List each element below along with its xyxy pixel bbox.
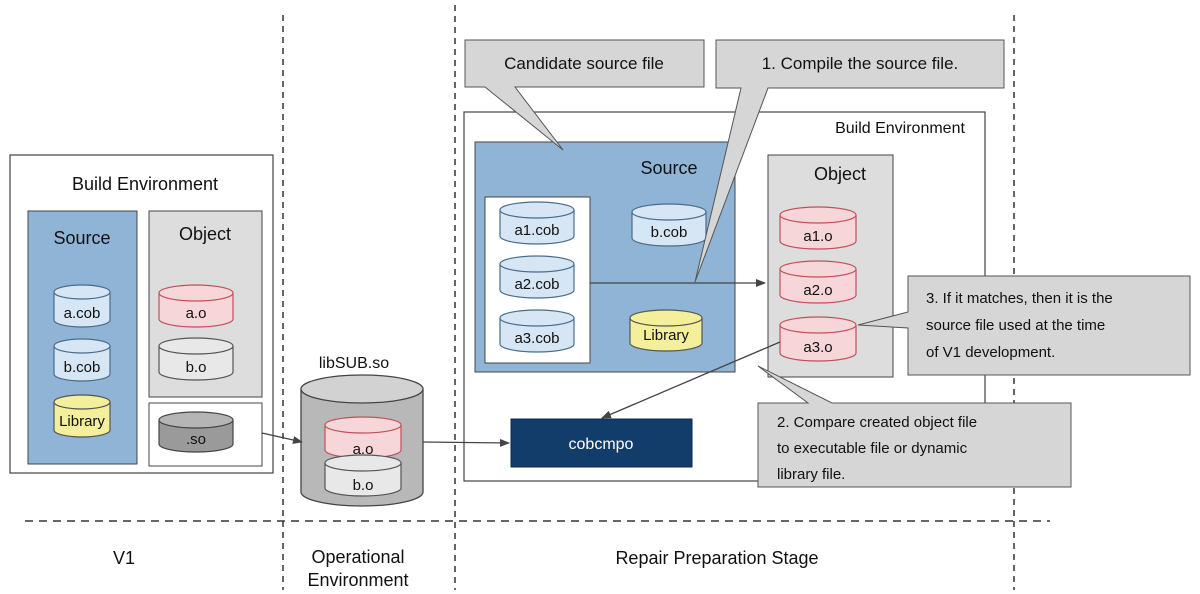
stage-label-v1: V1 (113, 548, 135, 568)
cylinder-label: a2.cob (514, 276, 559, 293)
cylinder-label: b.cob (651, 224, 688, 241)
stage-label-operational: Operational (311, 547, 404, 567)
callout-candidate-source: Candidate source file (464, 39, 705, 151)
callout-step1: 1. Compile the source file. (694, 39, 1005, 283)
cylinder-b-o-operational: b.o (324, 454, 402, 497)
left-build-environment: Build Environment Source Object a.cob b.… (9, 154, 274, 474)
cylinder-library-right: Library (629, 309, 703, 352)
cylinder-a2-cob: a2.cob (499, 255, 575, 299)
left-object-label: Object (179, 224, 231, 244)
cylinder-label: a.o (353, 441, 374, 458)
cylinder-a-o-left: a.o (158, 284, 234, 328)
cylinder-label: a3.o (803, 339, 832, 356)
operational-environment: libSUB.so a.o b.o (300, 355, 424, 507)
callout-step2: 2. Compare created object file to execut… (757, 365, 1072, 488)
cylinder-a-cob: a.cob (53, 284, 111, 328)
cylinder-label: a.cob (64, 305, 101, 322)
cylinder-label: b.o (353, 477, 374, 494)
arrow-so-to-libsub (261, 432, 303, 444)
cylinder-label: .so (186, 431, 206, 448)
callout-step3: 3. If it matches, then it is the source … (857, 275, 1191, 376)
cylinder-label: b.o (186, 359, 207, 376)
stage-label-operational: Environment (307, 570, 408, 590)
cylinder-b-cob-right: b.cob (631, 203, 707, 247)
cylinder-a3-cob: a3.cob (499, 309, 575, 353)
callout-step2-line: library file. (777, 466, 845, 483)
cylinder-label: a3.cob (514, 330, 559, 347)
callout-step2-line: to executable file or dynamic (777, 440, 968, 457)
cobcmpo-tool: cobcmpo (510, 418, 693, 468)
cylinder-a2-o: a2.o (779, 260, 857, 304)
callout-step1-text: 1. Compile the source file. (762, 54, 959, 73)
cylinder-label: b.cob (64, 359, 101, 376)
cylinder-label: Library (59, 413, 105, 430)
arrow-libsub-to-cobcmpo (422, 438, 510, 447)
callout-candidate-text: Candidate source file (504, 54, 664, 73)
cylinder-so: .so (158, 411, 234, 453)
cylinder-library-left: Library (53, 394, 111, 438)
right-build-env-title: Build Environment (835, 120, 965, 137)
callout-step3-line: 3. If it matches, then it is the (926, 290, 1113, 307)
cylinder-label: a1.o (803, 228, 832, 245)
callout-step3-line: source file used at the time (926, 317, 1105, 334)
cylinder-a3-o: a3.o (779, 316, 857, 362)
stage-label-repair: Repair Preparation Stage (615, 548, 818, 568)
left-source-label: Source (53, 228, 110, 248)
right-source-label: Source (640, 158, 697, 178)
cylinder-b-cob: b.cob (53, 338, 111, 382)
cylinder-a-o-operational: a.o (324, 416, 402, 459)
cylinder-a1-o: a1.o (779, 206, 857, 250)
callout-step3-line: of V1 development. (926, 344, 1055, 361)
cylinder-label: a2.o (803, 282, 832, 299)
cylinder-label: a1.cob (514, 222, 559, 239)
cylinder-b-o-left: b.o (158, 337, 234, 381)
cobcmpo-label: cobcmpo (569, 436, 634, 453)
cylinder-label: a.o (186, 305, 207, 322)
right-object-label: Object (814, 164, 866, 184)
left-build-env-title: Build Environment (72, 174, 218, 194)
cylinder-label: Library (643, 327, 689, 344)
libsub-label: libSUB.so (319, 355, 389, 372)
arrow-a3o-to-cobcmpo (601, 341, 781, 419)
callout-step2-line: 2. Compare created object file (777, 414, 977, 431)
cylinder-a1-cob: a1.cob (499, 201, 575, 245)
